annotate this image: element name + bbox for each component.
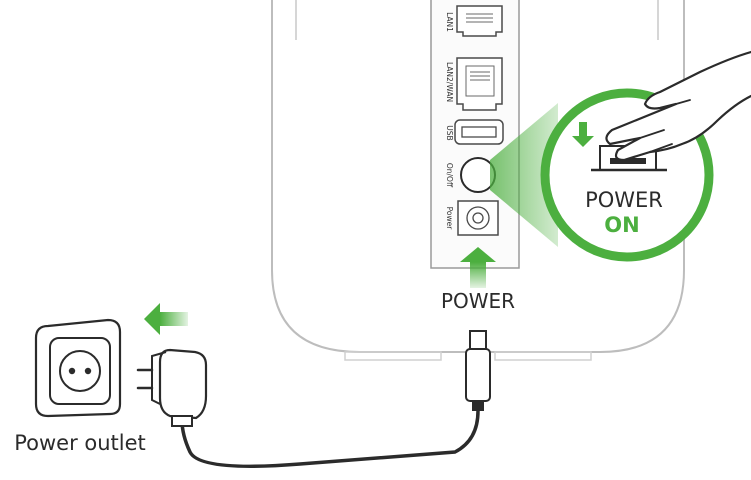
- on-off-button: [460, 157, 496, 193]
- power-jack-label: Power: [445, 207, 454, 231]
- press-down-arrow-icon: [572, 122, 594, 147]
- usb-label: USB: [445, 125, 454, 140]
- power-adapter-icon: [136, 348, 208, 427]
- power-outlet-label: Power outlet: [14, 431, 146, 455]
- plug-in-arrow-icon: [144, 303, 188, 335]
- callout-on-text: ON: [604, 213, 639, 237]
- power-up-arrow-icon: [460, 247, 496, 288]
- wall-outlet-icon: [34, 318, 122, 418]
- power-jack: [457, 200, 499, 236]
- power-cable: [180, 409, 480, 469]
- on-off-label: On/Off: [445, 163, 454, 188]
- power-label: POWER: [441, 289, 515, 313]
- hand-pressing-icon: [605, 50, 751, 162]
- callout-power-text: POWER: [585, 188, 663, 212]
- lan2-wan-label: LAN2/WAN: [445, 62, 454, 102]
- usb-port: [454, 119, 504, 145]
- lan1-label: LAN1: [445, 12, 454, 32]
- dc-plug: [465, 330, 491, 411]
- lan1-port: [456, 5, 503, 37]
- lan2-wan-port: [456, 57, 503, 111]
- highlight-beam: [490, 103, 558, 247]
